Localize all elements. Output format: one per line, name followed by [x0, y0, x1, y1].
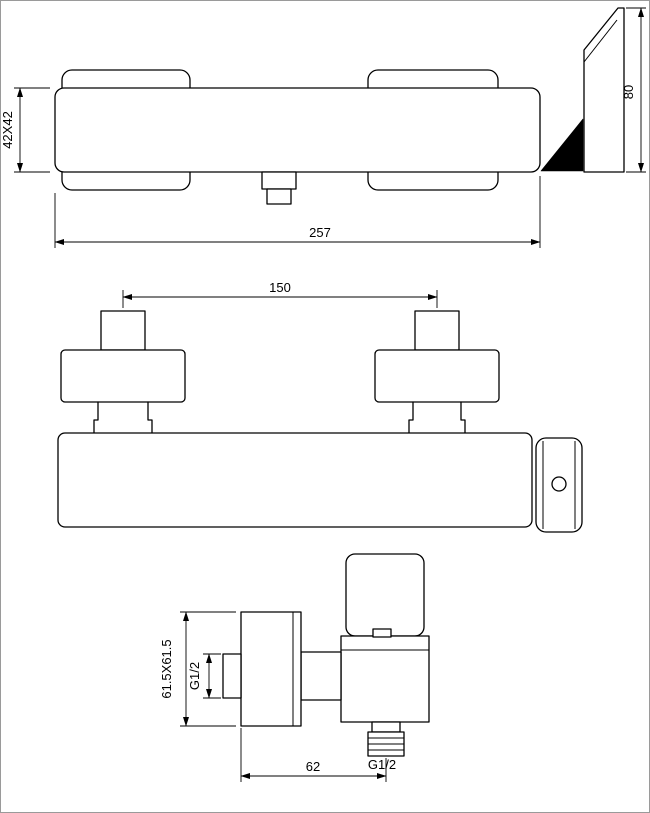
- side-view: 61.5X61.5 G1/2 G1/2 62: [159, 553, 430, 782]
- front-body: [57, 432, 533, 528]
- dim-body-section: 42X42: [0, 87, 50, 173]
- dim-label-escutcheon-plate: 61.5X61.5: [159, 639, 174, 698]
- dim-label-outlet-offset: 62: [306, 759, 320, 774]
- dim-handle-plate-height: 80: [621, 7, 646, 173]
- front-right-inlet-stem: [414, 310, 460, 351]
- dim-label-outlet-thread: G1/2: [368, 757, 396, 772]
- front-left-flange: [60, 349, 186, 403]
- front-handle-cap-outline: [535, 437, 583, 533]
- top-lever-wedge: [540, 118, 584, 172]
- side-escutcheon-plate: [240, 611, 302, 727]
- front-right-collar: [408, 401, 466, 434]
- dim-outlet-offset: 62: [240, 728, 387, 782]
- side-inlet-stem: [222, 653, 242, 699]
- dim-label-inlet-thread: G1/2: [187, 662, 202, 690]
- dim-label-body-section: 42X42: [0, 111, 15, 149]
- front-left-inlet-stem: [100, 310, 146, 351]
- top-outlet-tip: [266, 188, 292, 205]
- front-left-collar: [93, 401, 153, 434]
- top-handle-plate-edge: [583, 19, 618, 63]
- dim-label-inlet-centers: 150: [269, 280, 291, 295]
- front-set-screw-hole: [551, 476, 567, 492]
- dim-inlet-centers: 150: [122, 280, 438, 308]
- front-right-flange: [374, 349, 500, 403]
- side-inlet-pipe: [300, 651, 342, 701]
- front-handle-cap: [535, 437, 583, 533]
- dim-label-handle-plate-height: 80: [621, 85, 636, 99]
- dim-overall-length: 257: [54, 176, 541, 248]
- dim-inlet-thread: G1/2: [187, 653, 221, 699]
- dim-escutcheon-plate: 61.5X61.5: [159, 611, 236, 727]
- top-body: [54, 87, 541, 173]
- side-handle-pivot: [372, 628, 392, 638]
- side-outlet: [367, 721, 405, 757]
- top-view: 42X42 257 80: [0, 7, 646, 248]
- front-view: 150: [57, 280, 583, 533]
- dim-label-overall-length: 257: [309, 225, 331, 240]
